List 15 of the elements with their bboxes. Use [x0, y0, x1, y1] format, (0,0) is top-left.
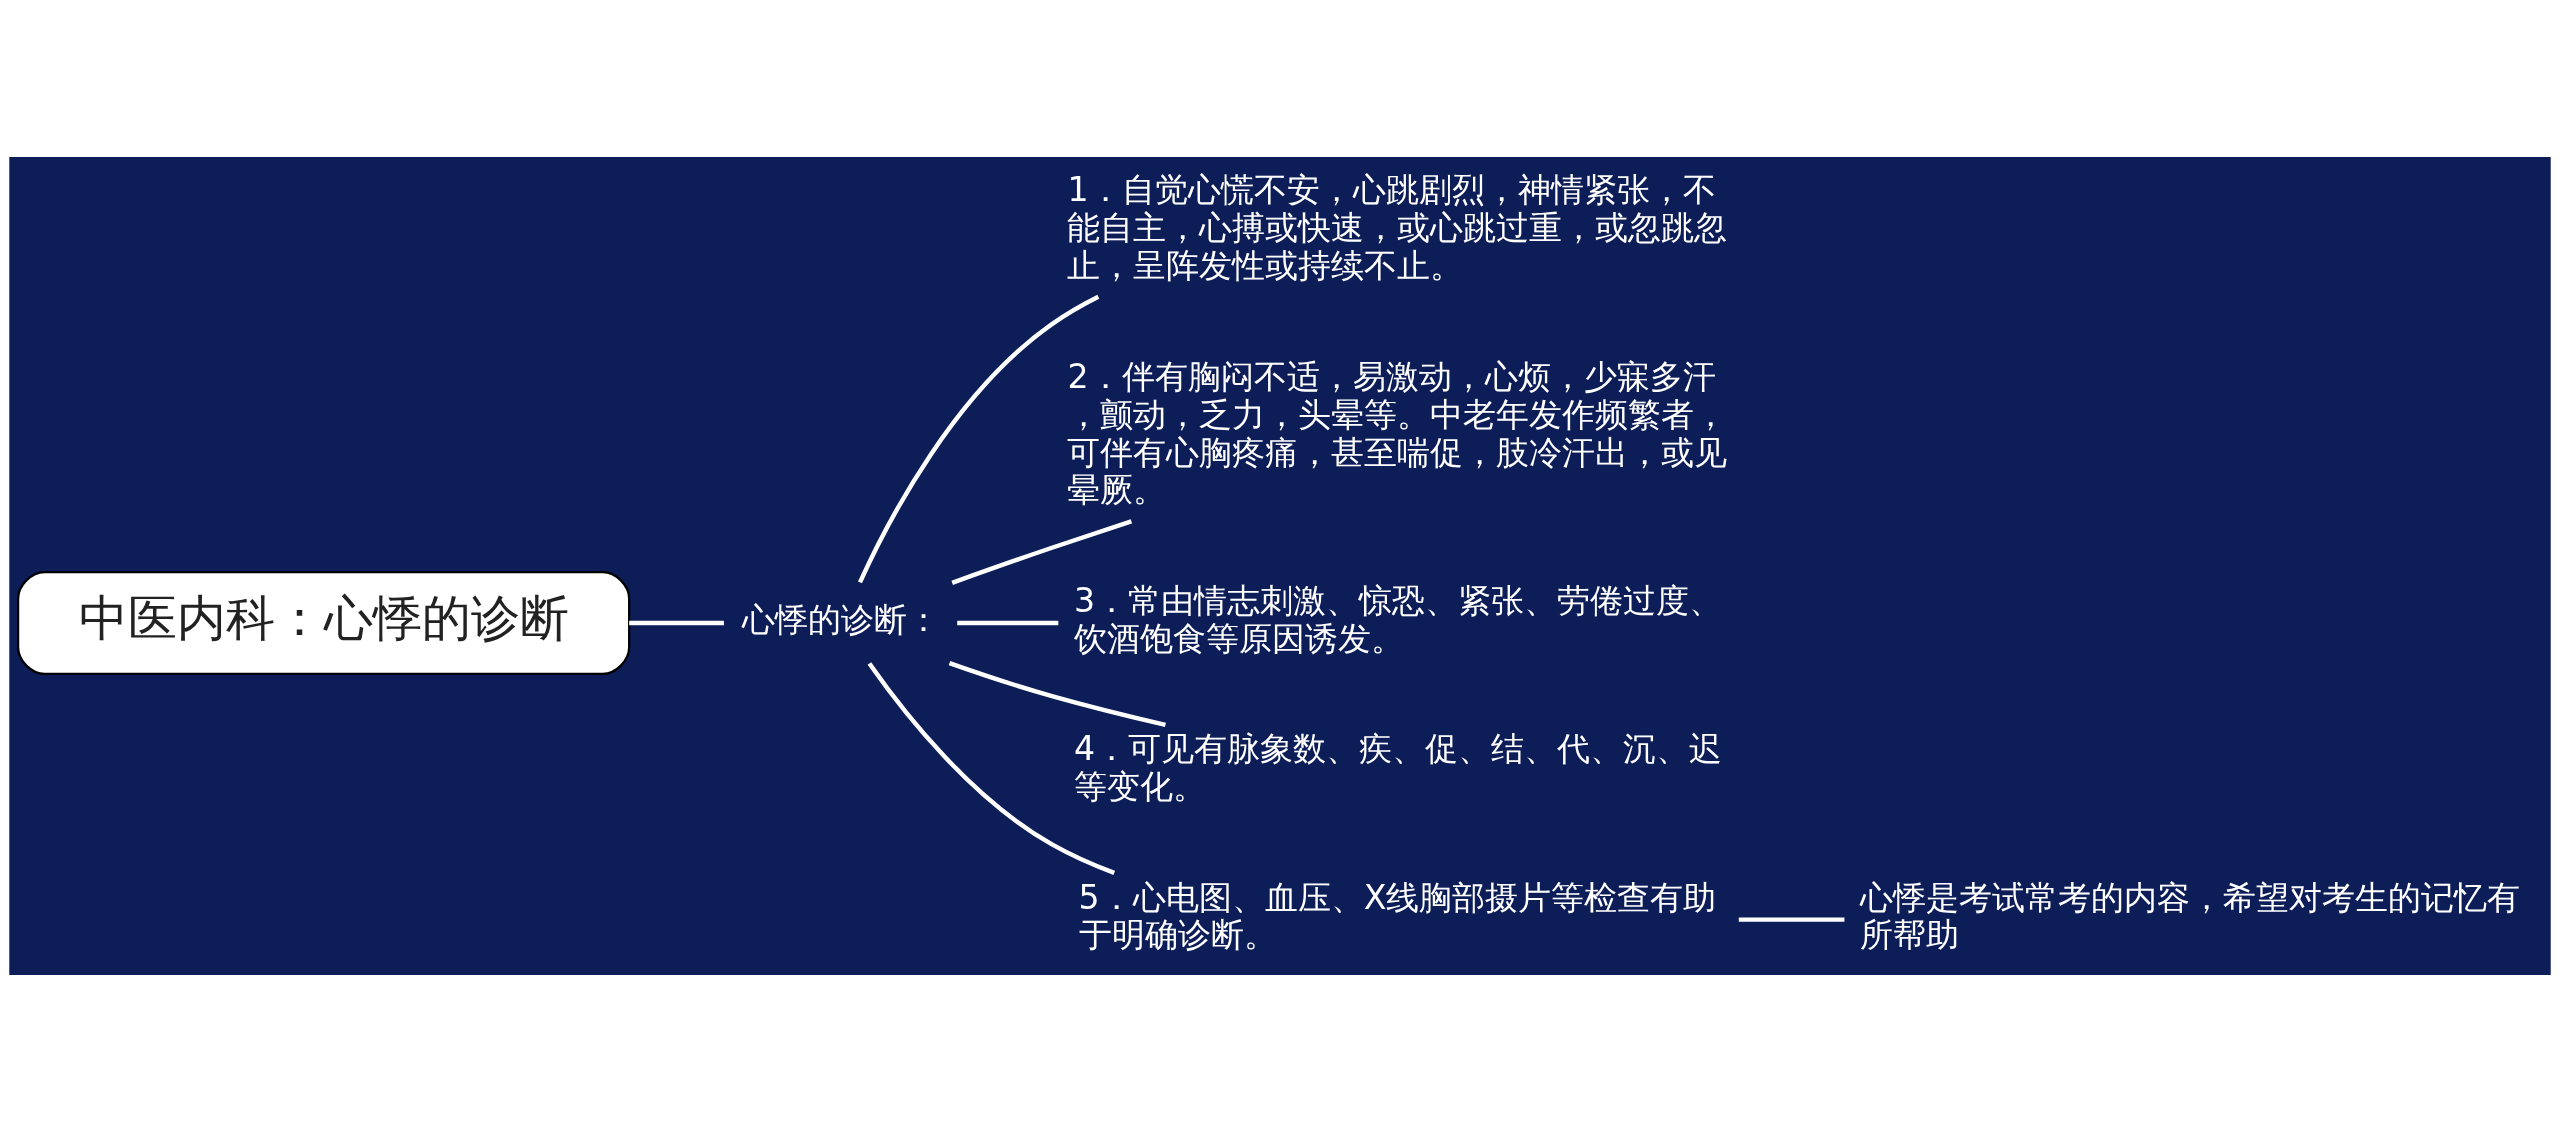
node-text: 心悸的诊断： — [741, 599, 940, 639]
node-text: 4．可见有脉象数、疾、促、结、代、沉、迟等变化。 — [1074, 728, 1723, 806]
node-text: 1．自觉心慌不安，心跳剧烈，神情紧张，不能自主，心搏或快速，或心跳过重，或忽跳忽止，呈阵发性或持续不止。 — [1067, 169, 1728, 285]
connector — [1738, 916, 1845, 922]
node-box: 中医内科：心悸的诊断 — [17, 570, 631, 675]
connector — [867, 661, 1116, 875]
connector — [857, 294, 1100, 583]
node-text: 3．常由情志刺激、惊恐、紧张、劳倦过度、饮酒饱食等原因诱发。 — [1074, 580, 1723, 658]
node-text: 2．伴有胸闷不适，易激动，心烦，少寐多汗，颤动，乏力，头晕等。中老年发作频繁者，可伴有心胸疼痛，甚至喘促，肢冷汗出，或见晕厥。 — [1067, 356, 1728, 509]
node-text: 5．心电图、血压、X线胸部摄片等检查有助于明确诊断。 — [1078, 877, 1717, 954]
connector — [951, 518, 1133, 585]
connector — [957, 620, 1059, 625]
node-text: 心悸是考试常考的内容，希望对考生的记忆有所帮助 — [1860, 877, 2521, 954]
connector — [948, 660, 1166, 727]
connector — [629, 620, 724, 625]
